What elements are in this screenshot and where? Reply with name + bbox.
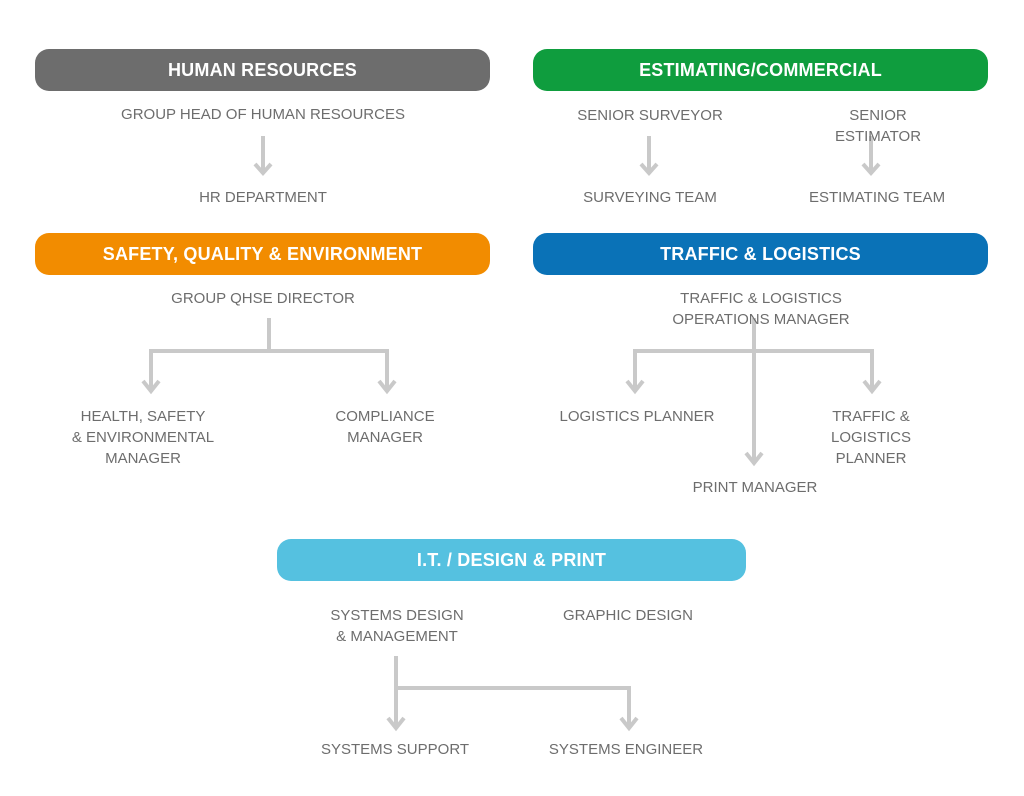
traffic-logistics-planner: TRAFFIC & LOGISTICS PLANNER — [830, 408, 912, 467]
systems-support: SYSTEMS SUPPORT — [320, 741, 470, 758]
group-qhse-director: GROUP QHSE DIRECTOR — [171, 290, 355, 307]
print-manager: PRINT MANAGER — [692, 479, 818, 496]
surveyor-arrowhead — [639, 162, 659, 177]
compliance-arrowhead — [377, 379, 397, 395]
hr-department: HR DEPARTMENT — [199, 189, 327, 206]
support-arrowhead — [386, 716, 406, 732]
systems-design-management: SYSTEMS DESIGN & MANAGEMENT — [330, 607, 464, 645]
human-resources-header: HUMAN RESOURCES — [35, 49, 490, 91]
senior-estimator: SENIOR ESTIMATOR — [834, 107, 922, 145]
graphic-design: GRAPHIC DESIGN — [562, 607, 694, 624]
tl-planner-arrowhead — [862, 379, 882, 395]
estimator-arrowhead — [861, 162, 881, 177]
group-head-hr: GROUP HEAD OF HUMAN RESOURCES — [121, 106, 405, 123]
safety-quality-environment-header: SAFETY, QUALITY & ENVIRONMENT — [35, 233, 490, 275]
engineer-arrowhead — [619, 716, 639, 732]
logistics-planner: LOGISTICS PLANNER — [559, 408, 715, 425]
it-design-print-header: I.T. / DESIGN & PRINT — [277, 539, 746, 581]
estimating-commercial-header: ESTIMATING/COMMERCIAL — [533, 49, 988, 91]
systems-branch — [394, 656, 631, 728]
ops-branch — [633, 349, 874, 392]
it-design-print-title: I.T. / DESIGN & PRINT — [416, 549, 607, 570]
estimating-commercial-title: ESTIMATING/COMMERCIAL — [639, 59, 882, 80]
human-resources-title: HUMAN RESOURCES — [167, 59, 357, 80]
compliance-manager: COMPLIANCE MANAGER — [335, 408, 435, 446]
surveying-team: SURVEYING TEAM — [583, 189, 717, 206]
traffic-logistics-title: TRAFFIC & LOGISTICS — [660, 243, 861, 264]
safety-quality-environment-title: SAFETY, QUALITY & ENVIRONMENT — [102, 243, 423, 264]
logistics-arrowhead — [625, 379, 645, 395]
senior-surveyor: SENIOR SURVEYOR — [577, 107, 723, 124]
traffic-logistics-operations-manager: TRAFFIC & LOGISTICS OPERATIONS MANAGER — [672, 290, 850, 328]
hr-arrowhead — [253, 162, 273, 177]
hse-manager: HEALTH, SAFETY & ENVIRONMENTAL MANAGER — [71, 408, 215, 467]
print-arrowhead — [744, 451, 764, 467]
estimating-team: ESTIMATING TEAM — [808, 189, 946, 206]
systems-engineer: SYSTEMS ENGINEER — [548, 741, 704, 758]
hse-arrowhead — [141, 379, 161, 395]
qhse-branch — [149, 349, 389, 392]
traffic-logistics-header: TRAFFIC & LOGISTICS — [533, 233, 988, 275]
